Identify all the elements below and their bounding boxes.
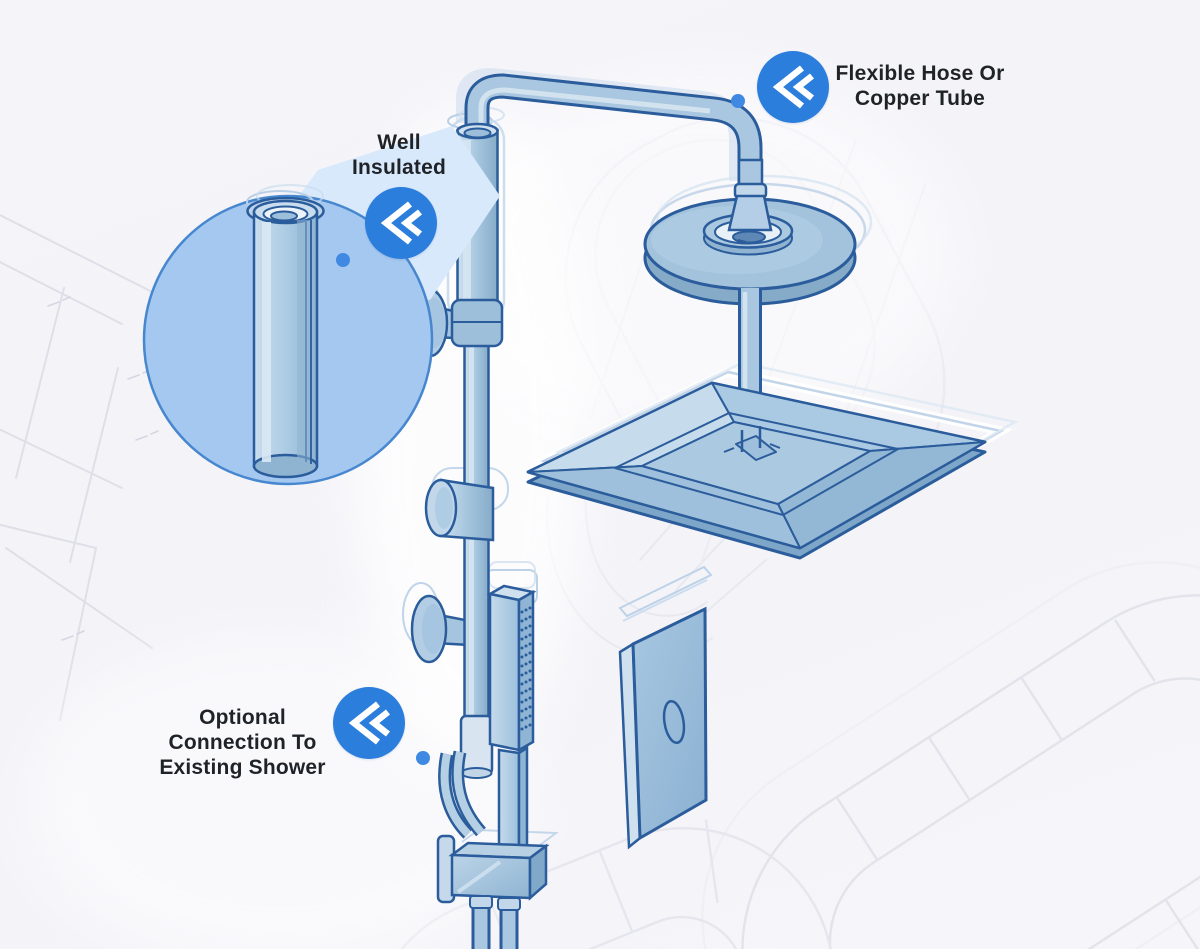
top-supply-pipe [464,73,763,192]
insulated-pipe-cutaway [246,184,325,479]
callout-label-optional-connection: Optional Connection To Existing Shower [159,706,326,779]
spray-dots [520,606,532,731]
callout-label-flexible-hose: Flexible Hose Or Copper Tube [835,62,1005,110]
magnifier-detail [142,126,500,486]
optional-connection-leader-dot [416,751,430,765]
round-ceiling-plate [643,158,857,306]
slider-clamp [424,478,495,542]
wall-bracket-lower [410,594,472,664]
hand-shower-wand [486,584,537,853]
well-insulated-nav-button[interactable] [365,187,437,259]
flexible-hose-nav-button[interactable] [757,51,829,123]
optional-connection-nav-button[interactable] [333,687,405,759]
double-chevron-left-icon [348,701,391,745]
flexible-hose-leader-dot [731,94,745,108]
square-rain-head [526,381,987,560]
flexible-hoses [438,750,486,839]
well-insulated-leader-dot [336,253,350,267]
bottom-supply-pipes [469,895,521,949]
mixer-connection-box [436,834,550,904]
control-panel [618,606,708,850]
callout-label-well-insulated: Well Insulated [352,131,446,179]
double-chevron-left-icon [772,65,815,109]
double-chevron-left-icon [380,201,423,245]
